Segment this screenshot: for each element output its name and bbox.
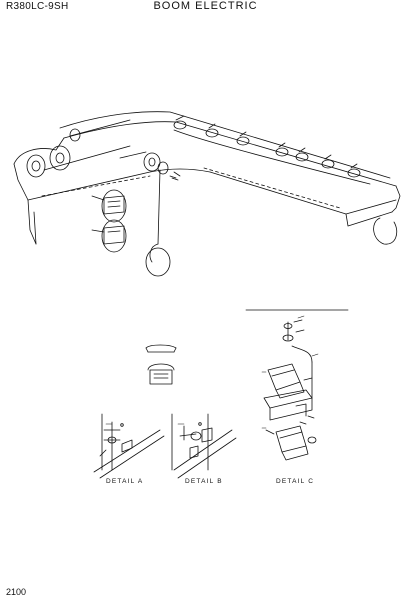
work-lamp-assembly xyxy=(91,189,127,253)
detail-c-caption: DETAIL C xyxy=(276,478,315,485)
hanging-harness xyxy=(145,169,181,277)
detail-b-drawing xyxy=(171,413,237,479)
detail-c-drawing xyxy=(245,309,349,461)
callout-leaders xyxy=(105,315,319,429)
model-code: R380LC-9SH xyxy=(6,1,69,12)
page-number: 2100 xyxy=(6,587,27,597)
detail-b-caption: DETAIL B xyxy=(185,478,223,485)
clamp-part xyxy=(145,344,177,385)
harness-clamps xyxy=(173,115,371,185)
detail-a-caption: DETAIL A xyxy=(106,478,144,485)
page-title: BOOM ELECTRIC xyxy=(153,0,258,12)
boom-body xyxy=(13,111,401,245)
detail-a-drawing xyxy=(93,413,165,479)
